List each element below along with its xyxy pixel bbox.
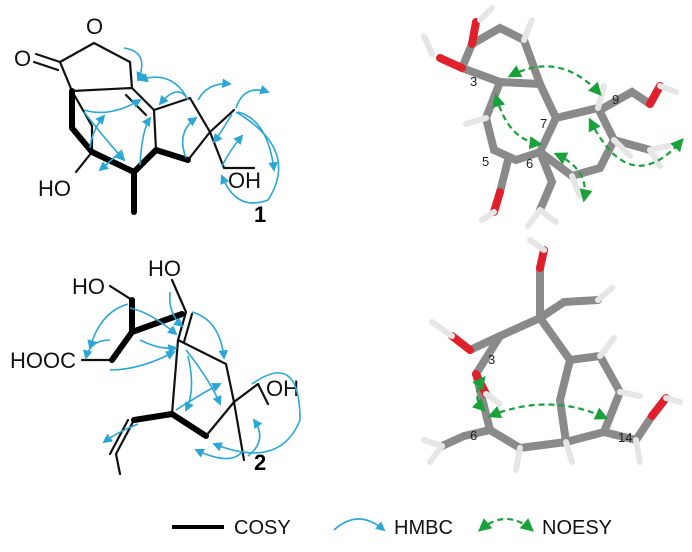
ring-oxygen: O [86, 14, 103, 39]
atom-number: 3 [488, 352, 495, 367]
noesy-correlations-1 [492, 65, 684, 203]
atom-number: 5 [482, 154, 489, 169]
atom-number: 14 [618, 430, 632, 445]
atom-number: 6 [470, 428, 477, 443]
hydroxyl-right-2: OH [266, 376, 299, 401]
compound-1-structure: O O HO OH 1 [14, 14, 280, 227]
hydroxyl-top-left: HO [72, 274, 105, 299]
carboxylic-acid: HOOC [10, 348, 76, 373]
legend-noesy: NOESY [542, 517, 612, 539]
legend-cosy: COSY [234, 517, 291, 539]
legend: COSY HMBC NOESY [172, 517, 612, 539]
compound-1-3d-model: 3 5 6 7 9 [421, 5, 684, 229]
legend-hmbc: HMBC [394, 517, 453, 539]
atom-number: 9 [612, 92, 619, 107]
hmbc-correlations-1 [83, 47, 280, 204]
hydroxyl-top: HO [148, 256, 181, 281]
atom-number: 6 [526, 156, 533, 171]
hmbc-correlations-2 [82, 291, 301, 460]
noesy-correlations-2 [471, 375, 609, 420]
noesy-legend-arrow [477, 517, 535, 532]
carbonyl-oxygen: O [14, 46, 31, 71]
compound-2-structure: HO HO HOOC OH 2 [10, 256, 301, 476]
atom-number: 3 [470, 74, 477, 89]
compound-1-label: 1 [254, 202, 266, 227]
compound-2-3d-model: 3 6 14 [421, 237, 683, 473]
hmbc-legend-arrow [333, 518, 386, 532]
hydroxyl-right: OH [228, 168, 261, 193]
atom-number: 7 [540, 116, 547, 131]
hydroxyl-left: HO [38, 176, 71, 201]
compound-2-label: 2 [254, 450, 266, 475]
